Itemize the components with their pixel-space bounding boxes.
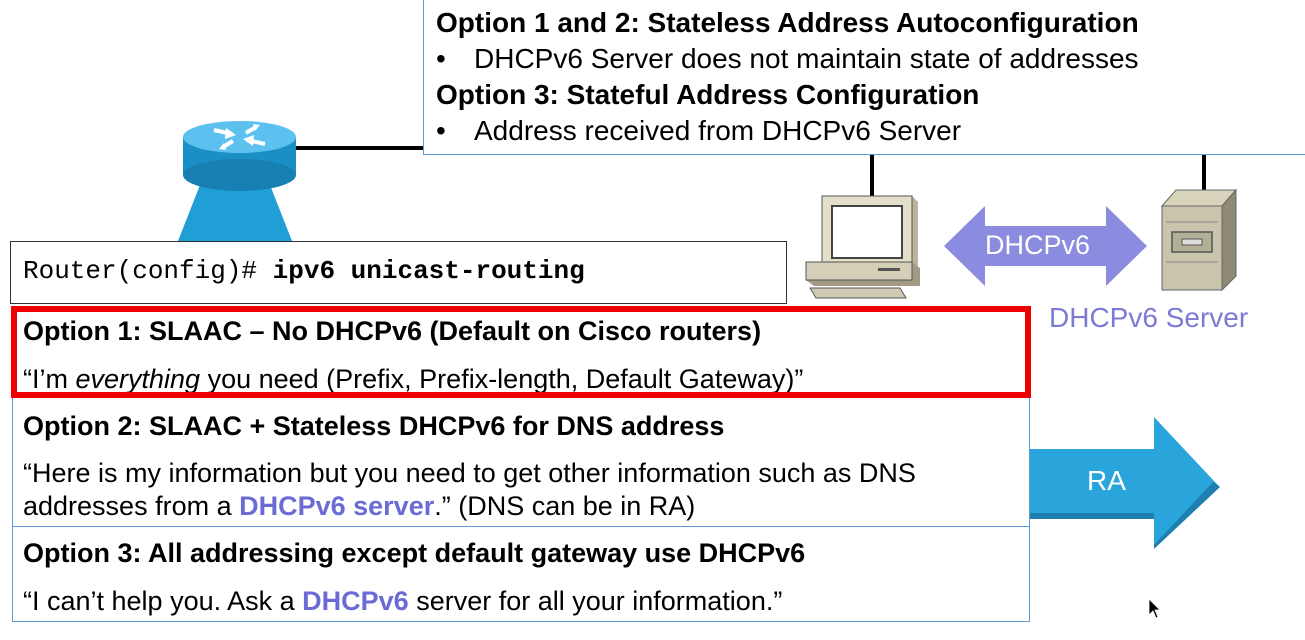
ra-arrow: [1030, 417, 1220, 549]
stateless-bullet: • DHCPv6 Server does not maintain state o…: [436, 43, 1139, 75]
dhcp-double-arrow: [944, 206, 1147, 286]
option2-dhcp-highlight: DHCPv6 server: [239, 491, 435, 521]
option2-text-line1: “Here is my information but you need to …: [23, 458, 916, 488]
ra-arrow-label: RA: [1087, 465, 1126, 496]
option3-text: “I can’t help you. Ask a DHCPv6 server f…: [23, 586, 783, 616]
mouse-cursor-icon: [1148, 598, 1161, 619]
stateful-bullet: • Address received from DHCPv6 Server: [436, 115, 961, 147]
stateless-heading: Option 1 and 2: Stateless Address Autoco…: [436, 7, 1139, 38]
pc-icon: [805, 195, 920, 299]
server-icon: [1160, 188, 1238, 292]
dhcp-server-label: DHCPv6 Server: [1049, 302, 1249, 333]
stateful-bullet-text: Address received from DHCPv6 Server: [474, 115, 962, 146]
option2-text-line2: addresses from a DHCPv6 server.” (DNS ca…: [23, 491, 696, 521]
cli-command: ipv6 unicast-routing: [272, 256, 585, 286]
dhcp-arrow-label: DHCPv6: [985, 230, 1091, 260]
option1-highlight-frame: [11, 306, 1031, 398]
option1-title: Option 1: SLAAC – No DHCPv6 (Default on …: [23, 316, 762, 346]
option-divider: [13, 526, 1029, 527]
bullet-glyph: •: [436, 115, 446, 146]
bullet-glyph: •: [436, 43, 446, 74]
router-cli-box: Router(config)# ipv6 unicast-routing: [10, 241, 787, 304]
cli-line: Router(config)# ipv6 unicast-routing: [23, 256, 585, 286]
router-icon: [178, 121, 296, 241]
option1-text: “I’m everything you need (Prefix, Prefix…: [23, 364, 804, 394]
option1-emphasis: everything: [75, 364, 201, 394]
option3-dhcp-highlight: DHCPv6: [302, 586, 409, 616]
option3-title: Option 3: All addressing except default …: [23, 538, 806, 568]
stateless-bullet-text: DHCPv6 Server does not maintain state of…: [474, 43, 1139, 74]
cli-prompt: Router(config)#: [23, 256, 273, 286]
ra-options-box: Option 1: SLAAC – No DHCPv6 (Default on …: [12, 307, 1030, 622]
address-config-info-box: Option 1 and 2: Stateless Address Autoco…: [423, 0, 1305, 155]
stateful-heading: Option 3: Stateful Address Configuration: [436, 79, 980, 110]
option2-title: Option 2: SLAAC + Stateless DHCPv6 for D…: [23, 411, 725, 441]
